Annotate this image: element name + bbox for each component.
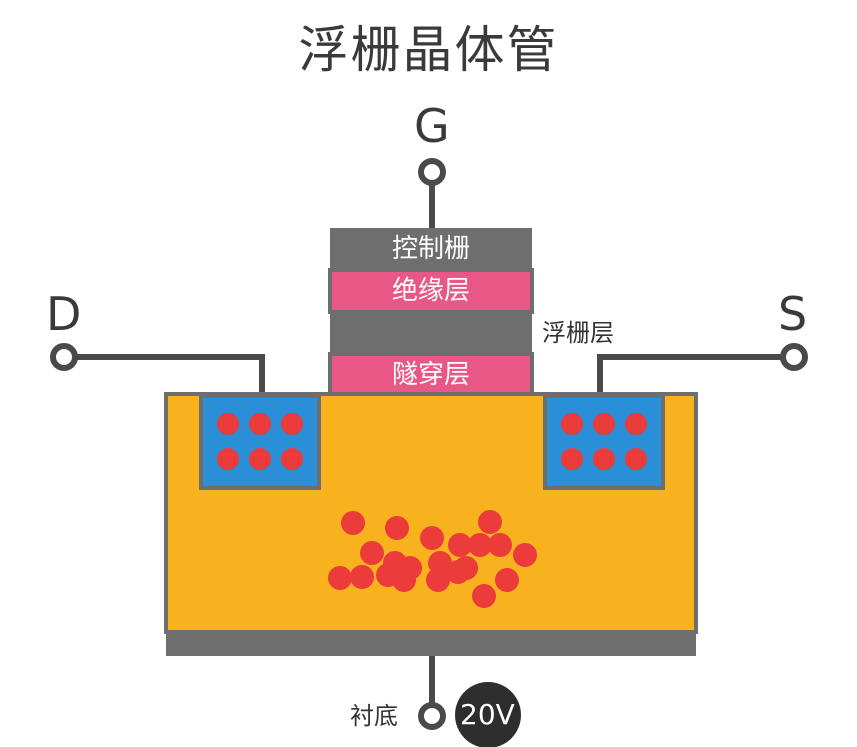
electron-dot [593,413,615,435]
electron-dot [513,543,537,567]
channel-electrons [328,510,537,608]
gate-terminal [418,158,446,186]
source-electrons [561,413,647,470]
control-gate-label: 控制栅 [391,234,470,264]
electron-dot [249,413,271,435]
electron-dot [350,565,374,589]
gate-label: G [414,99,450,153]
insulator-label: 绝缘层 [391,276,470,306]
electron-dot [593,448,615,470]
electron-dot [561,448,583,470]
drain-electrons [217,413,303,470]
electron-dot [217,448,239,470]
electron-dot [448,533,472,557]
diagram-title: 浮栅晶体管 [298,21,559,79]
tunnel-label: 隧穿层 [391,360,470,390]
electron-dot [446,560,470,584]
electron-dot [249,448,271,470]
electron-dot [328,566,352,590]
drain-terminal [50,343,78,371]
source-well [543,394,665,490]
floating-gate-label: 浮栅层 [542,319,614,347]
electron-dot [281,448,303,470]
substrate-base-plate [166,630,696,656]
electron-dot [360,541,384,565]
electron-dot [488,533,512,557]
electron-dot [217,413,239,435]
electron-dot [625,448,647,470]
electron-dot [561,413,583,435]
electron-dot [495,568,519,592]
electron-dot [341,511,365,535]
electron-dot [281,413,303,435]
electron-dot [625,413,647,435]
voltage-badge [455,682,521,747]
electron-dot [385,516,409,540]
electron-dot [426,568,450,592]
electron-dot [420,526,444,550]
electron-dot [472,584,496,608]
drain-wire [70,354,265,396]
source-label: S [778,287,808,341]
substrate-terminal [418,702,446,730]
source-wire [597,354,788,396]
drain-label: D [46,287,82,341]
drain-well [199,394,321,490]
electron-dot [392,568,416,592]
floating-gate-layer [330,312,532,354]
electron-dot [468,533,492,557]
source-terminal [780,343,808,371]
control-gate-layer [330,228,532,270]
substrate-label: 衬底 [350,702,398,730]
electron-dot [478,510,502,534]
voltage-value: 20V [460,698,515,731]
